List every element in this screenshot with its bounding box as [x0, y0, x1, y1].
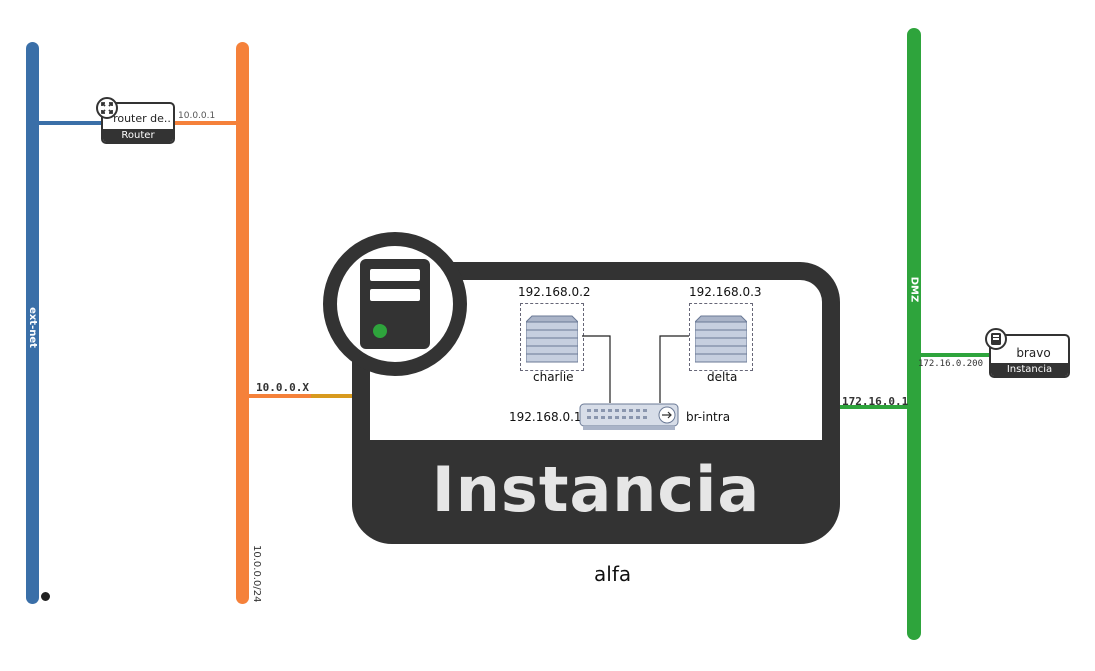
- delta-server[interactable]: [689, 303, 753, 371]
- alfa-dmz-link: [840, 405, 907, 409]
- br-intra-switch[interactable]: [579, 403, 679, 431]
- switch-icon: [579, 403, 679, 430]
- dmz-bravo-link: [921, 353, 991, 357]
- router-name: router de..: [113, 112, 171, 125]
- bravo-server-icon: [985, 328, 1007, 350]
- switch-ip: 192.168.0.1: [509, 410, 582, 424]
- switch-name: br-intra: [686, 410, 731, 424]
- router-internal-link: [174, 121, 236, 125]
- alfa-instance[interactable]: Instancia: [352, 262, 840, 544]
- internal-alfa-link: [249, 394, 311, 398]
- router-ip: 10.0.0.1: [178, 111, 216, 121]
- dmz-network[interactable]: DMZ: [907, 28, 921, 640]
- globe-icon: [40, 591, 51, 602]
- bravo-node[interactable]: bravo Instancia: [989, 334, 1070, 378]
- charlie-server[interactable]: [520, 303, 584, 371]
- internal-network[interactable]: [236, 42, 249, 604]
- router-type: Router: [103, 129, 173, 142]
- delta-ip: 192.168.0.3: [689, 285, 762, 299]
- delta-name: delta: [707, 370, 738, 384]
- ext-net-router-link: [39, 121, 103, 125]
- alfa-banner: Instancia: [431, 453, 761, 526]
- bravo-name: bravo: [1016, 346, 1051, 360]
- charlie-ip: 192.168.0.2: [518, 285, 591, 299]
- ext-net-network[interactable]: ext-net: [26, 42, 39, 604]
- rack-server-icon: [695, 315, 747, 363]
- alfa-internal-ip: 10.0.0.X: [256, 381, 309, 394]
- router-node[interactable]: router de.. Router: [101, 102, 175, 144]
- rack-server-icon: [526, 315, 578, 363]
- internal-alfa-link-continued: [311, 394, 353, 398]
- alfa-dmz-ip: 172.16.0.1: [842, 395, 909, 408]
- bravo-ip: 172.16.0.200: [918, 359, 984, 369]
- alfa-name: alfa: [594, 562, 632, 586]
- bravo-type: Instancia: [991, 363, 1068, 376]
- charlie-name: charlie: [533, 370, 574, 384]
- router-icon: [96, 97, 118, 119]
